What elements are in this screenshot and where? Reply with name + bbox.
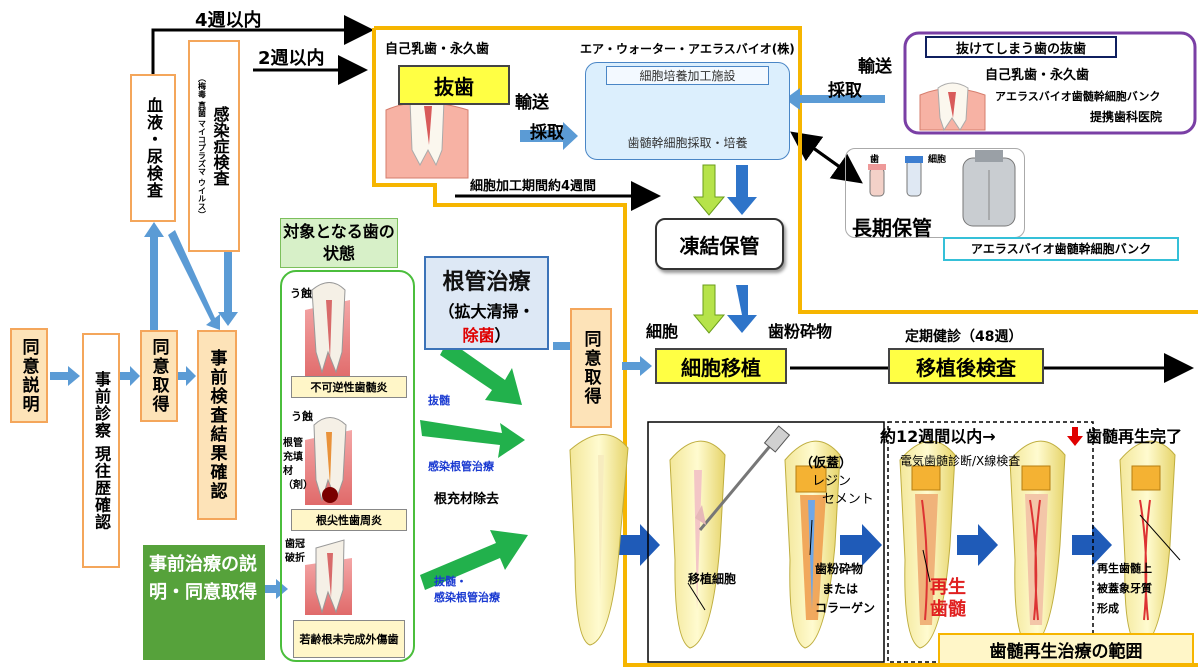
root-canal-sub: （拡大清掃・ 除菌） bbox=[426, 298, 547, 346]
label-long-term-storage: 長期保管 bbox=[852, 216, 932, 240]
procedure-frame bbox=[647, 421, 885, 663]
label-within-2-weeks: 2週以内 bbox=[258, 48, 325, 69]
label-both-1: 抜髄・ bbox=[434, 575, 467, 588]
scope-box: 歯髄再生治療の範囲 bbox=[938, 633, 1194, 665]
label-dentin-2: 被蓋象牙質 bbox=[1097, 582, 1152, 595]
long-term-storage-box bbox=[845, 148, 1025, 238]
root-canal-sub2: 除菌 bbox=[462, 326, 495, 345]
label-collect-2: 採取 bbox=[828, 81, 862, 101]
label-cell: 細胞 bbox=[928, 155, 947, 165]
storage-tank bbox=[962, 150, 1016, 227]
infection-test-title: 感染症検査 bbox=[210, 106, 230, 186]
yellow-tooth-1 bbox=[669, 425, 791, 649]
yellow-tooth-3 bbox=[899, 440, 956, 649]
label-within-4-weeks: 4週以内 bbox=[195, 10, 262, 31]
extraction-tooth bbox=[385, 93, 469, 179]
yellow-tooth-2 bbox=[784, 440, 841, 649]
step-consent-2: 同意取得 bbox=[570, 308, 612, 428]
step-pre-examination: 事前診察 現往歴確認 bbox=[82, 333, 120, 568]
target-teeth-title: 対象となる歯の状態 bbox=[280, 218, 398, 268]
label-test: 電気歯髄診断/X線検査 bbox=[900, 454, 1021, 468]
label-collagen: コラーゲン bbox=[815, 601, 876, 615]
label-collect: 採取 bbox=[530, 123, 564, 143]
freeze-storage-box: 凍結保管 bbox=[655, 218, 784, 270]
tag-apical-periodontitis: 根尖性歯周炎 bbox=[291, 509, 407, 531]
root-canal-sub3: ） bbox=[494, 326, 511, 345]
line-4weeks bbox=[151, 15, 374, 75]
post-exam-box: 移植後検査 bbox=[888, 348, 1044, 384]
step-consent-1: 同意取得 bbox=[140, 330, 178, 422]
storage-tubes bbox=[868, 156, 923, 197]
label-transport-2: 輸送 bbox=[858, 57, 892, 77]
pretreatment-box: 事前治療の説明・同意取得 bbox=[143, 545, 265, 660]
label-pulpectomy: 抜髄 bbox=[428, 394, 450, 407]
label-dentin-1: 再生歯髄上 bbox=[1097, 562, 1152, 575]
label-cells: 細胞 bbox=[646, 322, 679, 341]
facility-title: 細胞培養加工施設 bbox=[606, 66, 769, 85]
target-teeth-panel bbox=[280, 270, 415, 662]
label-regen: 再生 bbox=[930, 577, 966, 598]
infection-test-sub: （梅毒 真菌 マイコプラズマ ウイルス） bbox=[197, 73, 207, 219]
label-own-teeth-2: 自己乳歯・永久歯 bbox=[985, 68, 1090, 83]
cell-transplant-box: 細胞移植 bbox=[655, 348, 787, 384]
label-transport: 輸送 bbox=[515, 93, 549, 113]
label-company: エア・ウォーター・アエラスバイオ(株) bbox=[580, 42, 795, 56]
tag-irreversible-pulpitis: 不可逆性歯髄炎 bbox=[291, 376, 407, 398]
label-powder: 歯粉砕物 bbox=[768, 322, 833, 341]
label-or: または bbox=[822, 582, 859, 596]
step-infection-test: 感染症検査 （梅毒 真菌 マイコプラズマ ウイルス） bbox=[188, 40, 240, 252]
green-diagonal-arrows bbox=[420, 340, 528, 590]
label-crown-fracture: 歯冠破折 bbox=[285, 539, 305, 564]
partner-tooth bbox=[919, 82, 986, 132]
partner-frame bbox=[903, 31, 1197, 135]
tooth-illus-2 bbox=[305, 417, 352, 505]
line-storage-back bbox=[790, 131, 859, 182]
root-canal-title: 根管治療 bbox=[442, 270, 531, 295]
label-own-teeth: 自己乳歯・永久歯 bbox=[385, 42, 490, 57]
yellow-tooth-5 bbox=[1119, 440, 1181, 649]
label-transplanted-cells: 移植細胞 bbox=[688, 572, 737, 586]
label-pulp: 歯髄 bbox=[930, 599, 966, 620]
green-down-arrows bbox=[692, 164, 757, 334]
culture-facility-box: 細胞培養加工施設 歯髄幹細胞採取・培養 bbox=[585, 62, 790, 160]
label-tooth: 歯 bbox=[870, 155, 880, 165]
facility-dish-label: 歯髄幹細胞採取・培養 bbox=[627, 136, 748, 150]
label-partner-clinic: 提携歯科医院 bbox=[1090, 110, 1163, 124]
label-filling-removal: 根充材除去 bbox=[434, 492, 500, 507]
label-powder-or: 歯粉砕物 bbox=[815, 562, 864, 576]
bottom-flow-arrows bbox=[618, 524, 1112, 566]
label-root-filling: 根管充填材（剤） bbox=[283, 438, 313, 491]
label-both-2: 感染根管治療 bbox=[434, 591, 500, 604]
root-canal-box: 根管治療 （拡大清掃・ 除菌） bbox=[424, 256, 549, 350]
step-consent-explanation: 同意説明 bbox=[10, 328, 48, 423]
root-canal-sub1: （拡大清掃・ bbox=[438, 302, 535, 321]
red-arrow bbox=[1067, 427, 1083, 446]
tag-immature-root-trauma: 若齢根未完成外傷歯 bbox=[293, 620, 405, 658]
label-checkup: 定期健診（48週） bbox=[905, 329, 1023, 345]
blue-flow-arrows bbox=[50, 88, 885, 599]
label-infected-canal: 感染根管治療 bbox=[428, 460, 494, 473]
label-period: 細胞加工期間約4週間 bbox=[470, 179, 597, 194]
bank-box: アエラスバイオ歯髄幹細胞バンク bbox=[943, 237, 1179, 261]
extraction-box: 抜歯 bbox=[398, 65, 510, 105]
frame-culture-top bbox=[374, 26, 1198, 314]
label-regen-time: 約12週間以内→ bbox=[880, 427, 996, 446]
label-regen-done: 歯髄再生完了 bbox=[1086, 427, 1183, 446]
label-cement: セメント bbox=[822, 492, 874, 507]
lost-teeth-box: 抜けてしまう歯の抜歯 bbox=[925, 36, 1117, 58]
label-temp-cover: （仮蓋） bbox=[800, 456, 853, 471]
label-dentin-3: 形成 bbox=[1097, 602, 1119, 615]
step-test-results: 事前検査結果確認 bbox=[197, 330, 237, 520]
yellow-tooth-0 bbox=[569, 434, 629, 646]
label-caries-1: う蝕 bbox=[290, 287, 312, 300]
yellow-tooth-4 bbox=[1009, 440, 1066, 649]
label-caries-2: う蝕 bbox=[291, 410, 313, 423]
tooth-illus-3 bbox=[305, 539, 352, 615]
label-bank-partner: アエラスバイオ歯髄幹細胞バンク bbox=[995, 90, 1161, 103]
tooth-illus-1 bbox=[305, 282, 350, 380]
label-resin: レジン bbox=[812, 474, 852, 489]
frame-culture bbox=[372, 28, 1198, 667]
step-blood-urine-test: 血液・尿検査 bbox=[130, 74, 176, 222]
